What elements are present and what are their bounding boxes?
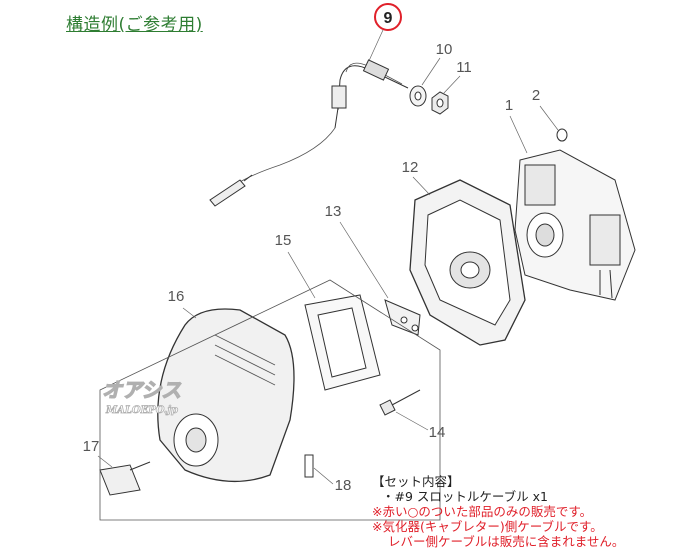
callout-2: 2 xyxy=(532,87,540,104)
logo-sub-text: MALOEPO.jp xyxy=(105,405,178,416)
throttle-cable-part xyxy=(209,59,409,207)
callout-16: 16 xyxy=(168,288,185,305)
assembly-outline xyxy=(99,279,441,521)
filter-element-part-15 xyxy=(304,294,381,391)
notes-heading: 【セット内容】 xyxy=(372,474,460,489)
callout-1: 1 xyxy=(505,97,513,114)
notes-red-line-3: レバー側ケーブルは販売に含まれません。 xyxy=(388,534,625,549)
callout-11: 11 xyxy=(456,59,472,76)
callout-12: 12 xyxy=(402,159,419,176)
callout-10: 10 xyxy=(436,41,453,58)
gasket-part-2 xyxy=(556,128,568,142)
knob-part-17 xyxy=(99,461,151,496)
nut-part-11 xyxy=(431,91,449,115)
air-cleaner-base-part-12 xyxy=(409,179,526,346)
carburetor-part-1 xyxy=(514,149,636,301)
notes-item: ・#9 スロットルケーブル x1 xyxy=(382,489,548,504)
set-contents-notes: 【セット内容】 ・#9 スロットルケーブル x1 ※赤い○のついた部品のみの販売… xyxy=(372,474,624,549)
callout-9[interactable]: 9 xyxy=(367,3,402,64)
part-callouts: 10 11 1 2 12 13 15 16 14 17 18 xyxy=(83,41,559,494)
air-cleaner-cover-part-16 xyxy=(157,308,295,483)
logo-main-text: オアシス xyxy=(102,378,181,402)
page-title: 構造例(ご参考用) xyxy=(66,15,203,35)
callout-14: 14 xyxy=(429,424,446,441)
notes-red-line-2: ※気化器(キャブレター)側ケーブルです。 xyxy=(372,519,603,534)
washer-part-10 xyxy=(409,85,427,107)
bracket-part-13 xyxy=(384,299,421,336)
callout-17: 17 xyxy=(83,438,100,455)
bolt-part-14 xyxy=(379,389,421,416)
callout-15: 15 xyxy=(275,232,292,249)
notes-red-line-1: ※赤い○のついた部品のみの販売です。 xyxy=(372,504,593,519)
callout-13: 13 xyxy=(325,203,342,220)
callout-9-label: 9 xyxy=(384,10,393,27)
maloepo-logo: オアシス MALOEPO.jp xyxy=(101,377,181,416)
callout-18: 18 xyxy=(335,477,352,494)
label-part-18 xyxy=(304,454,314,478)
